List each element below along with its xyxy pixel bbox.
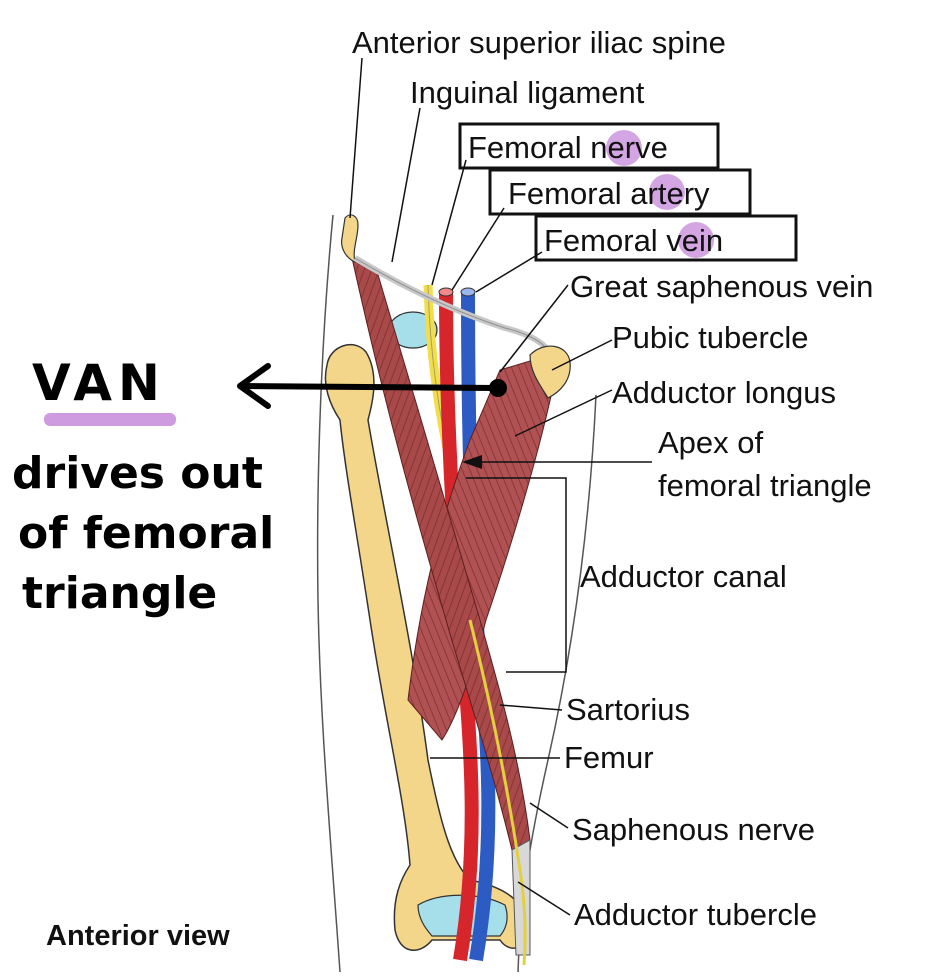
- femoral-vein-box: [534, 214, 798, 262]
- femoral-nerve-box: [458, 122, 720, 170]
- leader-lines: [349, 57, 652, 916]
- label-pubic-tubercle: Pubic tubercle: [612, 320, 808, 355]
- label-femoral-nerve: Femoral nerve: [468, 130, 668, 165]
- artery-highlight-dot: [649, 174, 685, 210]
- label-femoral-artery: Femoral artery: [508, 176, 710, 211]
- femoral-artery-box: [488, 168, 752, 216]
- artery-lumen: [438, 287, 454, 297]
- label-great-saphenous-vein: Great saphenous vein: [570, 269, 873, 304]
- label-saphenous-nerve: Saphenous nerve: [572, 812, 815, 847]
- label-femur: Femur: [564, 740, 654, 775]
- apex-arrowhead: [462, 455, 482, 469]
- inguinal-ligament-outline: [354, 257, 549, 351]
- vein-lumen: [460, 287, 476, 297]
- label-adductor-canal: Adductor canal: [580, 559, 787, 594]
- label-apex-line1: Apex of: [658, 425, 764, 460]
- vein-highlight-dot: [678, 222, 714, 258]
- annotation-arrowhead: [237, 363, 271, 409]
- annotation-line2: of femoral: [18, 508, 274, 559]
- label-sartorius: Sartorius: [566, 692, 690, 727]
- saphenous-nerve-strand: [468, 619, 527, 966]
- annotation-line1: drives out: [12, 448, 263, 499]
- annotation-van: VAN: [32, 354, 166, 412]
- asis-bone: [341, 214, 359, 264]
- label-apex-line2: femoral triangle: [658, 468, 872, 503]
- annotation-arrow-line: [239, 383, 497, 391]
- view-caption: Anterior view: [46, 920, 230, 952]
- label-asis: Anterior superior iliac spine: [352, 25, 726, 60]
- van-underline: [44, 413, 176, 426]
- annotation-arrow-dot: [489, 379, 507, 397]
- annotation-line3: triangle: [22, 568, 217, 619]
- pubic-tubercle-bone: [529, 345, 571, 399]
- thigh-outline-left: [316, 214, 341, 973]
- label-adductor-tubercle: Adductor tubercle: [574, 897, 817, 932]
- label-adductor-longus: Adductor longus: [612, 375, 836, 410]
- label-femoral-vein: Femoral vein: [544, 223, 723, 258]
- nerve-highlight-dot: [606, 130, 642, 166]
- label-inguinal-ligament: Inguinal ligament: [410, 75, 645, 110]
